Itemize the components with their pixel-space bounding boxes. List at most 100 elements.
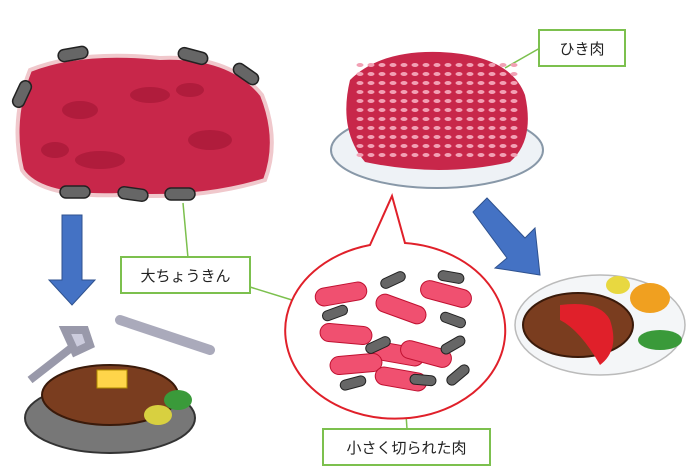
mince-dot xyxy=(477,108,485,112)
mince-dot xyxy=(400,153,408,157)
mince-dot xyxy=(488,135,496,139)
zoom-bubble xyxy=(284,193,507,420)
mince-dot xyxy=(488,72,496,76)
mince-dot xyxy=(510,90,518,94)
mince-dot xyxy=(444,126,452,130)
mince-dot xyxy=(455,126,463,130)
mince-dot xyxy=(477,117,485,121)
mince-dot xyxy=(510,72,518,76)
mince-dot xyxy=(411,126,419,130)
mince-dot xyxy=(367,144,375,148)
mince-dot xyxy=(400,99,408,103)
mince-dot xyxy=(477,72,485,76)
minced-meat-image xyxy=(330,51,544,189)
mince-dot xyxy=(433,108,441,112)
mince-dot xyxy=(367,81,375,85)
mince-dot xyxy=(455,144,463,148)
bacterium xyxy=(446,364,470,386)
mince-dot xyxy=(378,126,386,130)
mince-dot xyxy=(477,99,485,103)
mince-dot xyxy=(455,108,463,112)
mince-dot xyxy=(411,135,419,139)
bacteria-label: 大ちょうきん xyxy=(120,256,251,294)
mince-dot xyxy=(389,81,397,85)
mince-dot xyxy=(444,135,452,139)
mince-dot xyxy=(367,108,375,112)
mince-dot xyxy=(356,99,364,103)
mince-dot xyxy=(510,135,518,139)
mince-dot xyxy=(499,135,507,139)
bacterium xyxy=(321,304,349,322)
mince-dot xyxy=(466,63,474,67)
cut-meat-label: 小さく切られた肉 xyxy=(322,428,491,466)
mince-dot xyxy=(510,144,518,148)
mince-dot xyxy=(367,153,375,157)
mince-dot xyxy=(389,99,397,103)
mince-dot xyxy=(422,72,430,76)
mince-dot xyxy=(510,153,518,157)
mince-dot xyxy=(455,90,463,94)
mince-dot xyxy=(367,99,375,103)
mince-dot xyxy=(488,117,496,121)
mince-dot xyxy=(356,117,364,121)
mince-dot xyxy=(466,153,474,157)
mince-dot xyxy=(422,117,430,121)
mince-dot xyxy=(389,135,397,139)
hamburg-steak-image xyxy=(514,274,686,376)
mince-dot xyxy=(378,144,386,148)
mince-dot xyxy=(455,72,463,76)
mince-dot xyxy=(499,144,507,148)
bacterium xyxy=(440,335,466,355)
mince-dot xyxy=(510,117,518,121)
mince-dot xyxy=(433,81,441,85)
mince-dot xyxy=(499,63,507,67)
mince-dot xyxy=(444,99,452,103)
mince-dot xyxy=(378,72,386,76)
mince-dot xyxy=(466,117,474,121)
mince-dot xyxy=(510,99,518,103)
meat-piece xyxy=(319,323,373,345)
mince-dot xyxy=(400,63,408,67)
meat-piece xyxy=(420,280,472,308)
bacterium xyxy=(365,336,391,354)
mince-dot xyxy=(433,72,441,76)
mince-dot xyxy=(367,90,375,94)
mince-dot xyxy=(466,72,474,76)
mince-dot xyxy=(433,90,441,94)
bacterium xyxy=(437,270,465,284)
mince-dot xyxy=(378,117,386,121)
mince-dot xyxy=(455,81,463,85)
mince-dot xyxy=(356,90,364,94)
mince-dot xyxy=(433,144,441,148)
mince-dot xyxy=(367,135,375,139)
mince-dot xyxy=(400,126,408,130)
mince-dot xyxy=(499,72,507,76)
mince-dot xyxy=(367,126,375,130)
bacterium xyxy=(380,271,406,289)
mince-dot xyxy=(477,153,485,157)
mince-dot xyxy=(499,126,507,130)
mince-dot xyxy=(389,126,397,130)
bacterium xyxy=(439,311,467,329)
mince-dot xyxy=(356,81,364,85)
mince-dot xyxy=(466,99,474,103)
minced-meat-label: ひき肉 xyxy=(538,29,626,67)
mince-dot xyxy=(378,90,386,94)
mince-dot xyxy=(411,108,419,112)
mince-dot xyxy=(378,81,386,85)
mince-dot xyxy=(400,144,408,148)
mince-dot xyxy=(477,135,485,139)
mince-dot xyxy=(411,117,419,121)
mince-dot xyxy=(477,63,485,67)
bacterium xyxy=(339,375,367,391)
mince-dot xyxy=(444,153,452,157)
mince-dot xyxy=(433,99,441,103)
mince-dot xyxy=(433,126,441,130)
mince-dot xyxy=(400,108,408,112)
meat-piece xyxy=(329,353,383,375)
mince-dot xyxy=(422,90,430,94)
mince-dot xyxy=(444,117,452,121)
mince-dot xyxy=(400,90,408,94)
mince-dot xyxy=(389,108,397,112)
mince-dot xyxy=(488,90,496,94)
